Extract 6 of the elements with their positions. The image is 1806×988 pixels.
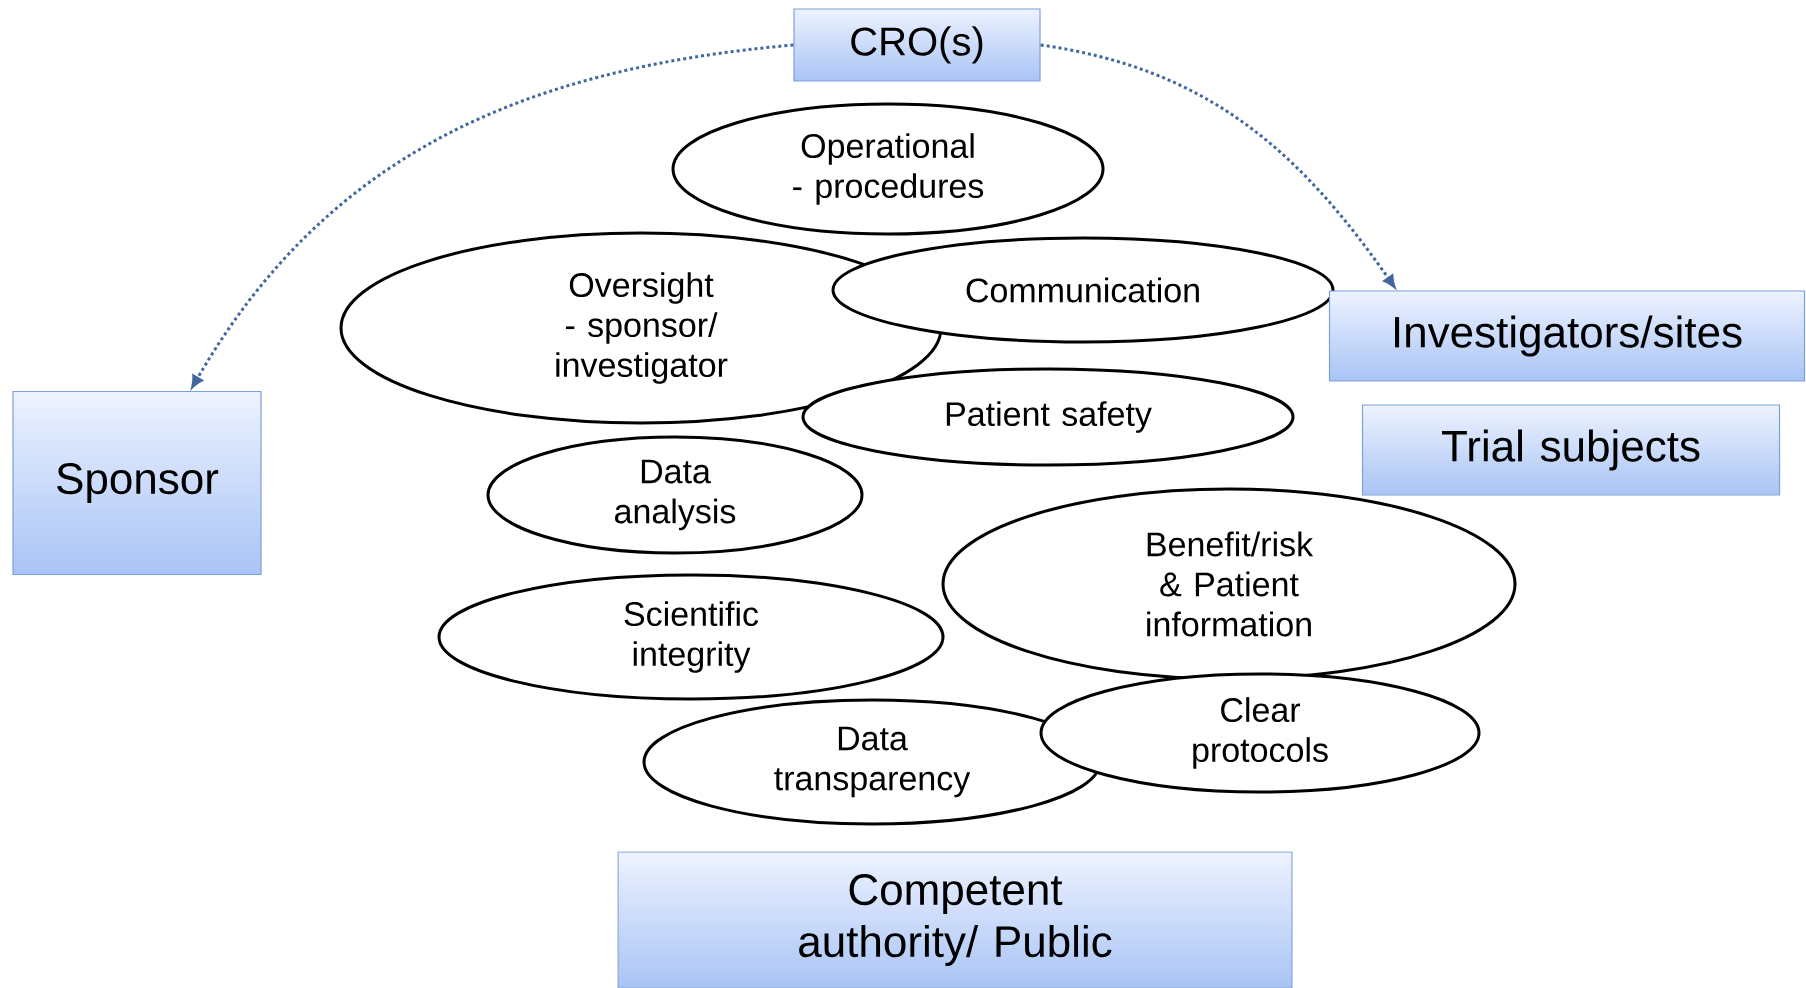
arrow	[1040, 43, 1396, 288]
label-box: Sponsor	[12, 390, 262, 576]
label-box: Investigators/sites	[1328, 290, 1806, 382]
label-box: CRO(s)	[793, 8, 1041, 82]
label-box: Competent authority/ Public	[617, 851, 1293, 988]
label-box: Trial subjects	[1361, 404, 1781, 496]
